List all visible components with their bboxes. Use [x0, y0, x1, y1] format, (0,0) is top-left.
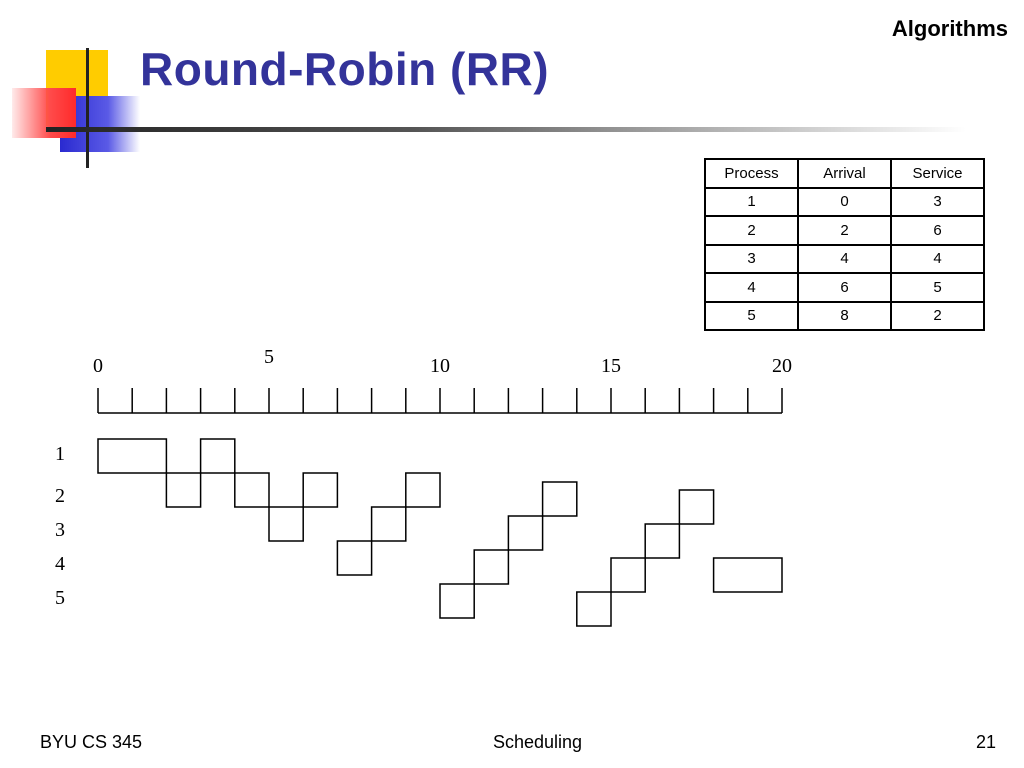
schedule-slice-p1 [199, 438, 236, 474]
schedule-slice-p1 [97, 438, 168, 474]
cell-process: 3 [704, 243, 799, 274]
table-header-row: Process Arrival Service [704, 158, 985, 189]
decorative-vertical-line [86, 48, 89, 168]
header-arrival: Arrival [797, 158, 892, 189]
table-row: 2 2 6 [704, 215, 985, 246]
cell-process: 1 [704, 186, 799, 217]
footer-course: BYU CS 345 [40, 732, 143, 752]
schedule-slice-p3 [370, 506, 407, 542]
timeline-label: 10 [430, 355, 450, 377]
section-tag: Algorithms [891, 16, 1008, 41]
schedule-slice-p4 [473, 549, 510, 585]
table-row: 3 4 4 [704, 243, 985, 274]
process-row-label: 1 [55, 443, 65, 465]
cell-arrival: 4 [797, 243, 892, 274]
schedule-slice-p4 [336, 540, 373, 576]
cell-arrival: 8 [797, 300, 892, 331]
table-row: 5 8 2 [704, 300, 985, 331]
schedule-slice-p4 [610, 557, 646, 593]
footer-topic: Scheduling [492, 732, 583, 752]
process-row-label: 4 [55, 553, 65, 575]
table-row: 1 0 3 [704, 186, 985, 217]
cell-service: 6 [890, 215, 985, 246]
process-row-label: 2 [55, 485, 65, 507]
schedule-slice-p3 [644, 523, 681, 559]
title-underline [46, 127, 966, 132]
cell-process: 2 [704, 215, 799, 246]
schedule-slice-p3 [268, 506, 304, 542]
process-row-label: 5 [55, 587, 65, 609]
slide-title: Round-Robin (RR) [140, 43, 550, 95]
timeline-label: 20 [772, 355, 792, 377]
schedule-slice-p2 [541, 481, 578, 517]
cell-arrival: 2 [797, 215, 892, 246]
table-row: 4 6 5 [704, 272, 985, 303]
schedule-slice-p4 [712, 557, 783, 593]
schedule-slice-p3 [507, 515, 544, 551]
schedule-slice-p2 [405, 472, 441, 508]
schedule-slice-p2 [165, 472, 202, 508]
header-service: Service [890, 158, 985, 189]
schedule-slice-p5 [576, 591, 612, 627]
process-row-label: 3 [55, 519, 65, 541]
footer-page-number: 21 [975, 732, 996, 752]
timeline-label: 0 [93, 355, 103, 377]
cell-service: 3 [890, 186, 985, 217]
timeline-label: 15 [601, 355, 621, 377]
cell-process: 4 [704, 272, 799, 303]
cell-service: 2 [890, 300, 985, 331]
schedule-slice-p2 [302, 472, 339, 508]
schedule-slice-p5 [439, 583, 475, 619]
schedule-slice-p2 [234, 472, 270, 508]
timeline-label: 5 [264, 346, 274, 368]
process-table: Process Arrival Service 1 0 3 2 2 6 3 4 … [704, 158, 985, 331]
schedule-slice-p2 [678, 489, 715, 525]
cell-process: 5 [704, 300, 799, 331]
